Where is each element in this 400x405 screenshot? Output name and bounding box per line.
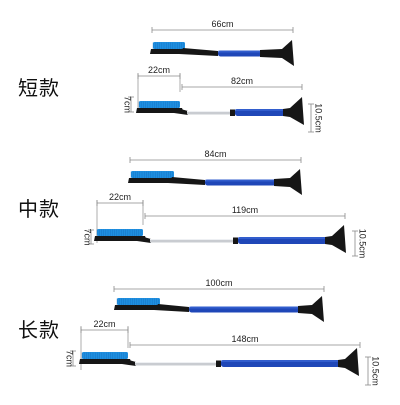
ice-scraper <box>283 97 304 125</box>
dimension-label: 84cm <box>204 149 226 159</box>
brush-base <box>114 305 164 310</box>
dimension-label: 7cm <box>123 96 133 113</box>
medium-brush-height-dimension: 7cm <box>83 228 94 246</box>
neck <box>174 108 188 115</box>
long-short-length-dimension: 100cm <box>113 278 325 292</box>
grip-highlight <box>205 179 276 182</box>
lock-collar <box>216 360 221 367</box>
medium-tool-compact <box>128 169 302 195</box>
scraper-width-dimension: 10.5cm <box>308 103 324 133</box>
dimension-label: 22cm <box>109 192 131 202</box>
long-tool-extended <box>79 348 359 376</box>
brush-base <box>79 359 132 364</box>
short-length-dimension: 66cm <box>151 19 294 33</box>
short-tool-extended <box>136 97 304 125</box>
bristle-block <box>97 229 143 236</box>
pole-highlight <box>135 362 218 363</box>
long-long-length-dimension: 148cm <box>129 334 361 348</box>
ice-scraper <box>274 169 302 195</box>
neck <box>137 236 151 243</box>
brush-width-dimension: 22cm <box>137 65 181 79</box>
neck <box>179 48 218 56</box>
dimension-label: 119cm <box>232 205 258 215</box>
bristle-block <box>153 42 185 49</box>
medium-tool-extended <box>94 225 346 253</box>
grip-highlight <box>221 360 340 362</box>
grip-highlight <box>218 50 262 53</box>
long-scraper-width-dimension: 10.5cm <box>365 356 381 386</box>
section-label-medium: 中款 <box>18 197 60 221</box>
grip-highlight <box>235 109 285 111</box>
dimension-label: 7cm <box>65 350 75 367</box>
ice-scraper <box>260 40 294 66</box>
dimension-label: 148cm <box>231 334 258 344</box>
metal-pole <box>187 111 232 115</box>
long-tool-compact <box>114 296 324 322</box>
long-brush-height-dimension: 7cm <box>65 350 76 367</box>
dimension-label: 22cm <box>148 65 170 75</box>
medium-scraper-width-dimension: 10.5cm <box>352 229 368 259</box>
brush-base <box>128 178 178 183</box>
section-label-long: 长款 <box>18 318 60 342</box>
medium-brush-width-dimension: 22cm <box>96 192 144 206</box>
dimension-label: 66cm <box>211 19 233 29</box>
dimension-label: 10.5cm <box>314 103 324 133</box>
dimension-label: 22cm <box>93 319 115 329</box>
short-tool-compact <box>150 40 294 66</box>
medium-short-length-dimension: 84cm <box>129 149 302 163</box>
dimension-label: 82cm <box>231 76 253 86</box>
grip-highlight <box>238 237 327 239</box>
dimension-label: 10.5cm <box>371 356 381 386</box>
neck <box>122 359 136 366</box>
brush-height-dimension: 7cm <box>123 96 134 113</box>
medium-long-length-dimension: 119cm <box>144 205 346 219</box>
brush-base <box>136 108 184 113</box>
grip-highlight <box>189 306 300 309</box>
metal-pole <box>135 362 218 366</box>
pole-highlight <box>150 239 235 240</box>
neck <box>168 177 205 185</box>
lock-collar <box>230 109 235 116</box>
bristle-block <box>139 101 180 108</box>
metal-pole <box>150 239 235 243</box>
section-label-short: 短款 <box>18 76 60 100</box>
ice-scraper <box>338 348 359 376</box>
dimension-label: 10.5cm <box>358 229 368 259</box>
pole-highlight <box>187 111 232 112</box>
bristle-block <box>82 352 128 359</box>
brush-base <box>150 49 189 54</box>
neck <box>154 304 189 312</box>
long-brush-width-dimension: 22cm <box>80 319 129 333</box>
dimension-label: 100cm <box>205 278 232 288</box>
dimension-label: 7cm <box>83 228 93 245</box>
long-length-dimension: 82cm <box>181 76 303 90</box>
ice-scraper <box>325 225 346 253</box>
brush-base <box>94 236 147 241</box>
lock-collar <box>233 237 238 244</box>
ice-scraper <box>298 296 324 322</box>
